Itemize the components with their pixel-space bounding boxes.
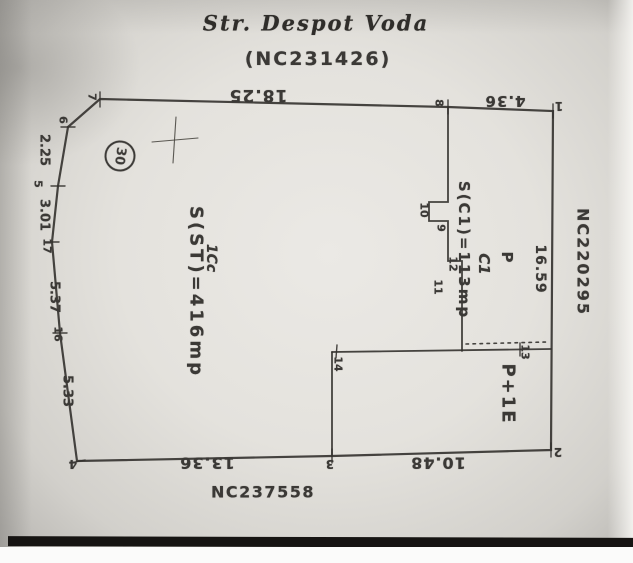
point-label-14: 14 — [331, 356, 345, 372]
height-regime-front: P — [498, 251, 516, 263]
dimension-left-6-5: 2.25 — [36, 133, 52, 167]
building-area-label: S(C1)=113mp — [455, 180, 473, 320]
dimension-left-16-4: 5.33 — [59, 374, 75, 408]
point-label-16: 16 — [51, 326, 65, 342]
point-label-2: 2 — [553, 445, 563, 459]
dimension-top-8-1: 4.36 — [484, 92, 526, 110]
dimension-top-7-8: 18.25 — [228, 85, 288, 105]
dimension-left-17-16: 5.37 — [46, 280, 62, 314]
point-label-10: 10 — [417, 202, 431, 218]
division-line-horizontal — [331, 348, 552, 353]
photo-edge-white-strip — [0, 547, 633, 563]
point-label-8: 8 — [432, 99, 446, 107]
point-label-5: 5 — [31, 180, 45, 188]
point-label-11: 11 — [431, 279, 445, 295]
point-label-7: 7 — [85, 93, 99, 101]
street-name: Str. Despot Voda — [202, 10, 430, 36]
point-label-4: 4 — [68, 457, 78, 471]
lot-number: 30 — [111, 145, 129, 167]
point-label-6: 6 — [56, 116, 70, 124]
building-outline — [428, 106, 463, 352]
height-regime-rear: P+1E — [497, 363, 519, 425]
point-label-17: 17 — [40, 238, 54, 254]
point-label-9: 9 — [434, 224, 448, 232]
dimension-right-1-2: 16.59 — [532, 244, 548, 294]
survey-cross-mark — [151, 116, 199, 164]
dimension-bottom-2-3: 10.48 — [410, 453, 466, 473]
boundary-point-ticks — [44, 91, 554, 464]
neighbor-bottom-parcel-id: NC237558 — [211, 482, 315, 502]
street-cadastral-id: (NC231426) — [244, 48, 392, 70]
dimension-bottom-3-4: 13.36 — [179, 453, 235, 473]
point-label-3: 3 — [325, 457, 335, 471]
site-area-label: S(ST)=416mp — [185, 206, 207, 378]
building-name: C1 — [475, 253, 493, 275]
neighbor-right-parcel-id: NC220295 — [573, 208, 593, 316]
dimension-left-5-17: 3.01 — [36, 198, 52, 232]
point-label-1: 1 — [554, 99, 564, 113]
point-label-13: 13 — [518, 344, 532, 360]
dotted-line — [465, 341, 547, 345]
